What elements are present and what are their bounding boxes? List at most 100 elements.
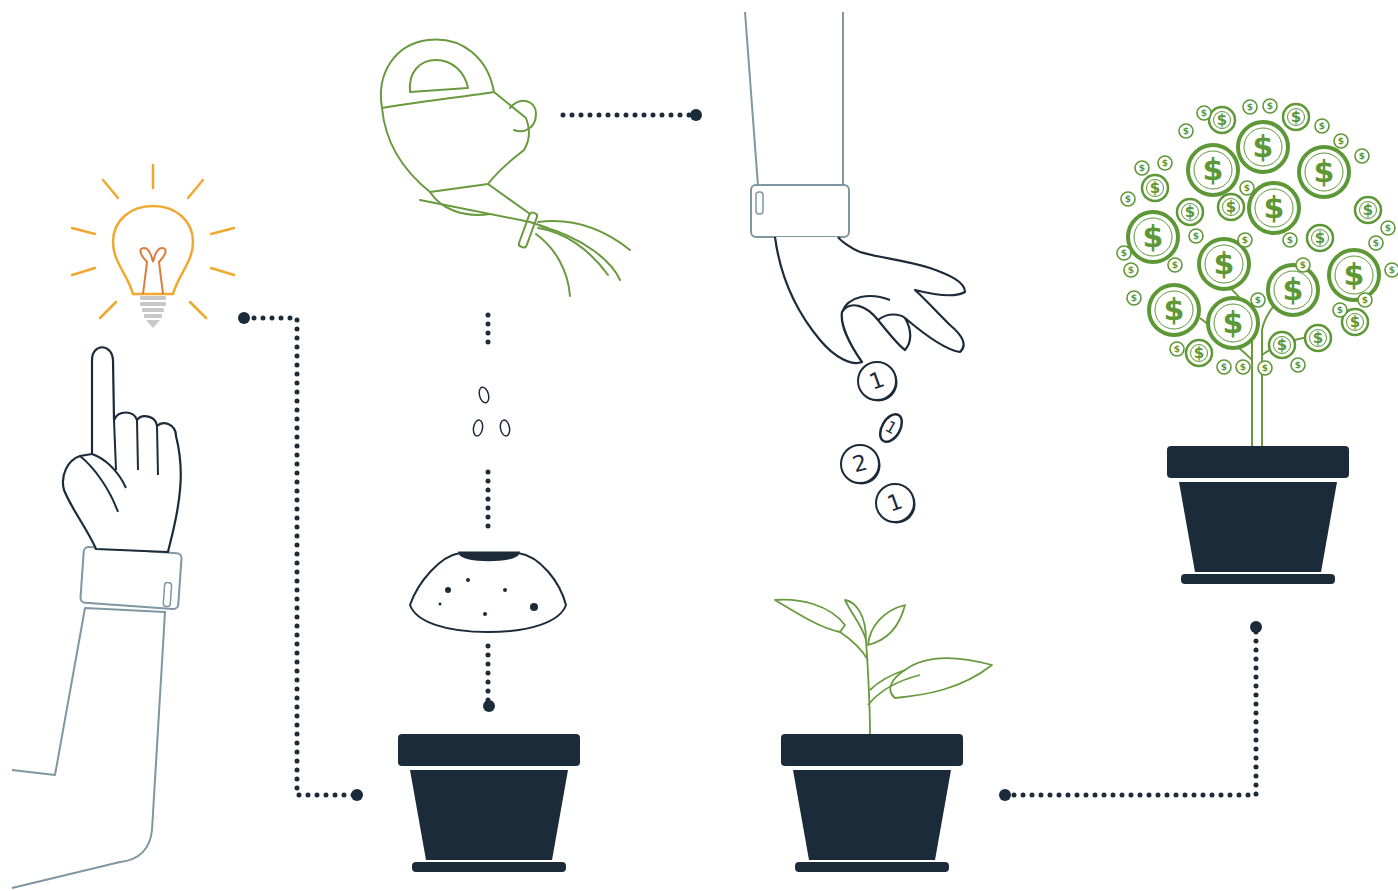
money-coin xyxy=(1355,197,1381,223)
dotted-path xyxy=(563,113,695,118)
dollar-sign: $ xyxy=(1264,193,1285,223)
dollar-sign: $ xyxy=(1162,159,1168,168)
coin-number: 1 xyxy=(867,368,888,393)
money-coin xyxy=(1135,161,1149,175)
flower-pot xyxy=(781,734,963,872)
dollar-sign: $ xyxy=(1203,155,1224,185)
dollar-sign: $ xyxy=(1267,102,1273,111)
money-coin xyxy=(1369,236,1383,250)
money-coin xyxy=(1283,104,1309,130)
dotted-path xyxy=(1005,628,1256,795)
money-coin xyxy=(1358,293,1372,307)
dollar-sign: $ xyxy=(1223,308,1244,338)
dotted-path xyxy=(486,646,491,705)
money-coin xyxy=(1124,263,1138,277)
money-coin xyxy=(1168,258,1182,272)
money-coin xyxy=(1142,175,1168,201)
dollar-sign: $ xyxy=(1183,127,1189,136)
dollar-sign: $ xyxy=(1389,266,1395,275)
money-coin xyxy=(1158,156,1172,170)
dotted-path xyxy=(486,472,491,527)
money-coin xyxy=(1217,360,1231,374)
money-coin xyxy=(1127,291,1141,305)
dollar-sign: $ xyxy=(1125,195,1131,204)
flower-pot xyxy=(398,734,580,872)
money-coin xyxy=(1179,124,1193,138)
money-coin xyxy=(1299,147,1349,197)
light-bulb xyxy=(72,165,234,328)
money-coin xyxy=(1381,221,1395,235)
money-coin xyxy=(1209,107,1235,133)
money-coin xyxy=(1385,263,1398,277)
coin-hand xyxy=(745,12,965,363)
money-coin xyxy=(1128,212,1178,262)
seeds xyxy=(472,386,511,437)
dollar-sign: $ xyxy=(1373,239,1379,248)
path-dot xyxy=(238,312,250,324)
dollar-sign: $ xyxy=(1221,363,1227,372)
dollar-sign: $ xyxy=(1185,205,1195,220)
dollar-sign: $ xyxy=(1164,295,1185,325)
dollar-sign: $ xyxy=(1385,224,1391,233)
dollar-sign: $ xyxy=(1143,222,1164,252)
dollar-sign: $ xyxy=(1337,306,1343,315)
dollar-sign: $ xyxy=(1201,109,1207,118)
money-coin xyxy=(1355,149,1369,163)
money-coin xyxy=(1249,183,1299,233)
watering-can xyxy=(381,40,630,296)
dollar-sign: $ xyxy=(1240,363,1246,372)
money-coin xyxy=(1188,145,1238,195)
money-coin xyxy=(1296,258,1310,272)
falling-coin xyxy=(876,411,907,446)
dollar-sign: $ xyxy=(1193,232,1199,241)
dollar-sign: $ xyxy=(1172,261,1178,270)
money-coin xyxy=(1258,361,1272,375)
dollar-sign: $ xyxy=(1315,231,1325,246)
money-coin xyxy=(1268,265,1318,315)
coin-number: 2 xyxy=(850,452,869,477)
dollar-sign: $ xyxy=(1253,132,1274,162)
dollar-sign: $ xyxy=(1291,110,1301,125)
money-coin xyxy=(1283,233,1297,247)
money-coin xyxy=(1121,192,1135,206)
dollar-sign: $ xyxy=(1359,152,1365,161)
dollar-sign: $ xyxy=(1314,157,1335,187)
money-coin xyxy=(1117,246,1131,260)
money-coin xyxy=(1186,340,1212,366)
money-coin xyxy=(1305,325,1331,351)
money-coin xyxy=(1269,332,1295,358)
dollar-sign: $ xyxy=(1242,236,1248,245)
dollar-sign: $ xyxy=(1277,338,1287,353)
money-coin xyxy=(1329,250,1379,300)
money-coin xyxy=(1333,303,1347,317)
falling-coin xyxy=(876,484,916,524)
dollar-sign: $ xyxy=(1121,249,1127,258)
money-coin xyxy=(1208,298,1258,348)
coin-number: 1 xyxy=(885,490,906,515)
money-coin xyxy=(1243,100,1257,114)
dollar-sign: $ xyxy=(1283,275,1304,305)
path-dot xyxy=(1250,621,1262,633)
dollar-sign: $ xyxy=(1313,331,1323,346)
money-coin xyxy=(1238,122,1288,172)
coin-number: 1 xyxy=(883,419,900,438)
money-coin xyxy=(1238,233,1252,247)
soil-mound xyxy=(410,553,566,632)
dotted-paths xyxy=(245,115,1256,795)
dollar-sign: $ xyxy=(1255,296,1261,305)
dollar-sign: $ xyxy=(1287,236,1293,245)
money-coin xyxy=(1197,106,1211,120)
dotted-path xyxy=(245,318,355,795)
pointing-hand xyxy=(12,347,182,888)
money-coin xyxy=(1236,360,1250,374)
sapling xyxy=(775,600,992,734)
falling-coin xyxy=(841,445,881,485)
dotted-path xyxy=(486,315,491,345)
dollar-sign: $ xyxy=(1350,315,1360,330)
path-dot xyxy=(351,789,363,801)
dollar-sign: $ xyxy=(1247,103,1253,112)
money-coin xyxy=(1177,199,1203,225)
dollar-sign: $ xyxy=(1226,200,1236,215)
